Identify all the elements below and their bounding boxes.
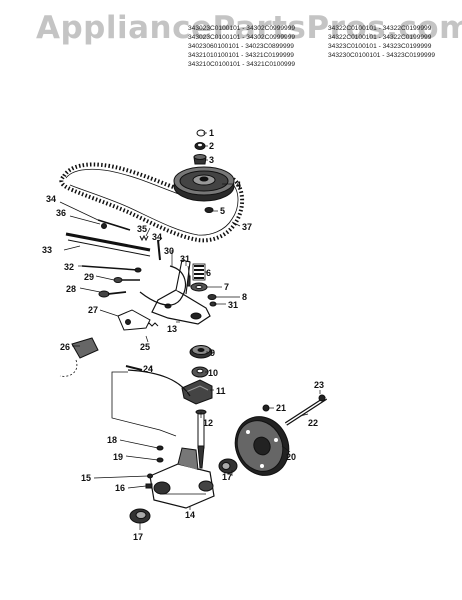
label-part-26: 26 (60, 342, 70, 352)
label-part-7: 7 (224, 282, 229, 292)
label-part-32: 32 (64, 262, 74, 272)
collar-part-10 (191, 366, 209, 378)
hex-shaft-part-22 (284, 396, 328, 426)
serial-range: 343023C0100101 - 34302C0999999 (188, 34, 296, 41)
label-part-34-right: 34 (152, 232, 162, 242)
bushing-part-3 (193, 154, 207, 165)
cam-part-9 (189, 345, 213, 359)
serial-range: 34321010100101 - 34321C0199999 (188, 52, 294, 59)
serial-range: 343230C0100101 - 34323C0199999 (328, 52, 436, 59)
label-part-34-left: 34 (46, 194, 56, 204)
label-part-24: 24 (143, 364, 153, 374)
label-part-18: 18 (107, 435, 117, 445)
shift-arm-part-11 (181, 379, 213, 405)
lever-part-27 (117, 309, 151, 331)
label-part-14: 14 (185, 510, 195, 520)
serial-range: 34023060100101 - 34023C0899999 (188, 43, 294, 50)
serial-range: 34323C0100101 - 34323C0199999 (328, 43, 432, 50)
label-part-36: 36 (56, 208, 66, 218)
label-part-25: 25 (140, 342, 150, 352)
drive-belt (59, 162, 245, 243)
screw-part-5 (204, 207, 214, 213)
bearing-part-23 (318, 394, 326, 402)
label-part-10: 10 (208, 368, 218, 378)
part-number-labels: 1 2 3 4 5 6 7 8 9 10 11 12 13 14 15 16 1… (42, 128, 324, 542)
label-part-27: 27 (88, 305, 98, 315)
serial-range: 343210C0100101 - 34321C0100999 (188, 61, 296, 68)
shift-rod-part-33 (65, 232, 151, 257)
serial-range: 343023C0100101 - 34302C0999999 (188, 25, 296, 32)
label-part-19: 19 (113, 452, 123, 462)
bolt-part-29 (113, 277, 140, 283)
serial-ranges-left: 343023C0100101 - 34302C0999999 343023C01… (188, 24, 295, 69)
label-part-29: 29 (84, 272, 94, 282)
label-part-8: 8 (242, 292, 247, 302)
label-part-12: 12 (203, 418, 213, 428)
drive-disc-part-20 (234, 416, 290, 476)
label-part-6: 6 (206, 268, 211, 278)
serial-ranges-right: 34322C0100101 - 34322C0199999 34322C0100… (328, 24, 435, 60)
washer-part-7 (190, 282, 208, 292)
label-part-16: 16 (115, 483, 125, 493)
link-part-36 (97, 219, 131, 231)
label-part-31-upper: 31 (180, 254, 190, 264)
label-part-5: 5 (220, 206, 225, 216)
label-part-13: 13 (167, 324, 177, 334)
drive-pulley-part-4 (173, 166, 235, 202)
spring-part-6 (192, 263, 206, 281)
label-part-21: 21 (276, 403, 286, 413)
washer-part-15 (147, 473, 153, 479)
serial-range: 34322C0100101 - 34322C0199999 (328, 25, 432, 32)
label-part-1: 1 (209, 128, 214, 138)
label-part-11: 11 (216, 386, 226, 396)
wheel-hub-part-17-left (129, 508, 151, 524)
spring-part-35 (139, 234, 149, 242)
label-part-2: 2 (209, 141, 214, 151)
label-part-37: 37 (242, 222, 252, 232)
bolt-part-8 (207, 294, 217, 300)
rod-part-32 (81, 265, 142, 273)
clip-part-26 (59, 337, 99, 377)
label-part-22: 22 (308, 418, 318, 428)
label-part-15: 15 (81, 473, 91, 483)
label-part-23: 23 (314, 380, 324, 390)
cable-loop-part-30 (139, 265, 187, 306)
nut-part-2 (194, 142, 206, 150)
bolt-part-28 (98, 290, 127, 298)
label-part-20: 20 (286, 452, 296, 462)
label-part-31-lower: 31 (228, 300, 238, 310)
pin-part-34 (101, 223, 161, 261)
label-part-28: 28 (66, 284, 76, 294)
serial-range: 34322C0100101 - 34322C0199999 (328, 34, 432, 41)
label-part-30: 30 (164, 246, 174, 256)
label-part-9: 9 (210, 348, 215, 358)
label-part-17-left: 17 (133, 532, 143, 542)
gear-housing-part-14 (149, 447, 215, 509)
wheel-hub-part-17-right (218, 458, 238, 474)
label-part-33: 33 (42, 245, 52, 255)
label-part-4: 4 (236, 180, 241, 190)
leader-lines (59, 132, 321, 530)
control-cable-part-24 (111, 365, 191, 437)
label-part-35: 35 (137, 224, 147, 234)
key-part-16 (145, 483, 153, 489)
label-part-17-right: 17 (222, 472, 232, 482)
watermark: AppliancePartsPros.com (36, 10, 462, 46)
label-part-3: 3 (209, 155, 214, 165)
